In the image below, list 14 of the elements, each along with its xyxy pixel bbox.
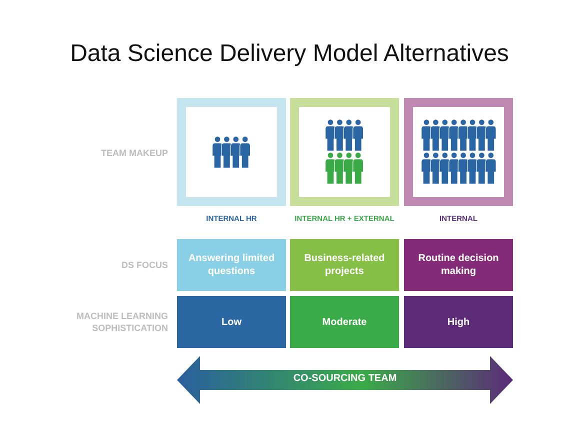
cell-text: Answering limited questions	[187, 252, 276, 278]
cell-text: High	[447, 316, 470, 328]
cell-text: Low	[222, 316, 242, 328]
team-frame	[290, 98, 399, 206]
team-frame	[404, 98, 513, 206]
row-label: DS FOCUS	[120, 259, 168, 271]
row-label: MACHINE LEARNING SOPHISTICATION	[76, 310, 168, 334]
cell-text: Business-related projects	[303, 252, 386, 278]
row-label: TEAM MAKEUP	[100, 147, 168, 159]
arrow-label: CO-SOURCING TEAM	[292, 373, 398, 384]
title: Data Science Delivery Model Alternatives	[69, 40, 510, 68]
team-frame	[177, 98, 286, 206]
cell-text: Moderate	[322, 316, 367, 328]
cell-text: Routine decision making	[417, 252, 500, 278]
